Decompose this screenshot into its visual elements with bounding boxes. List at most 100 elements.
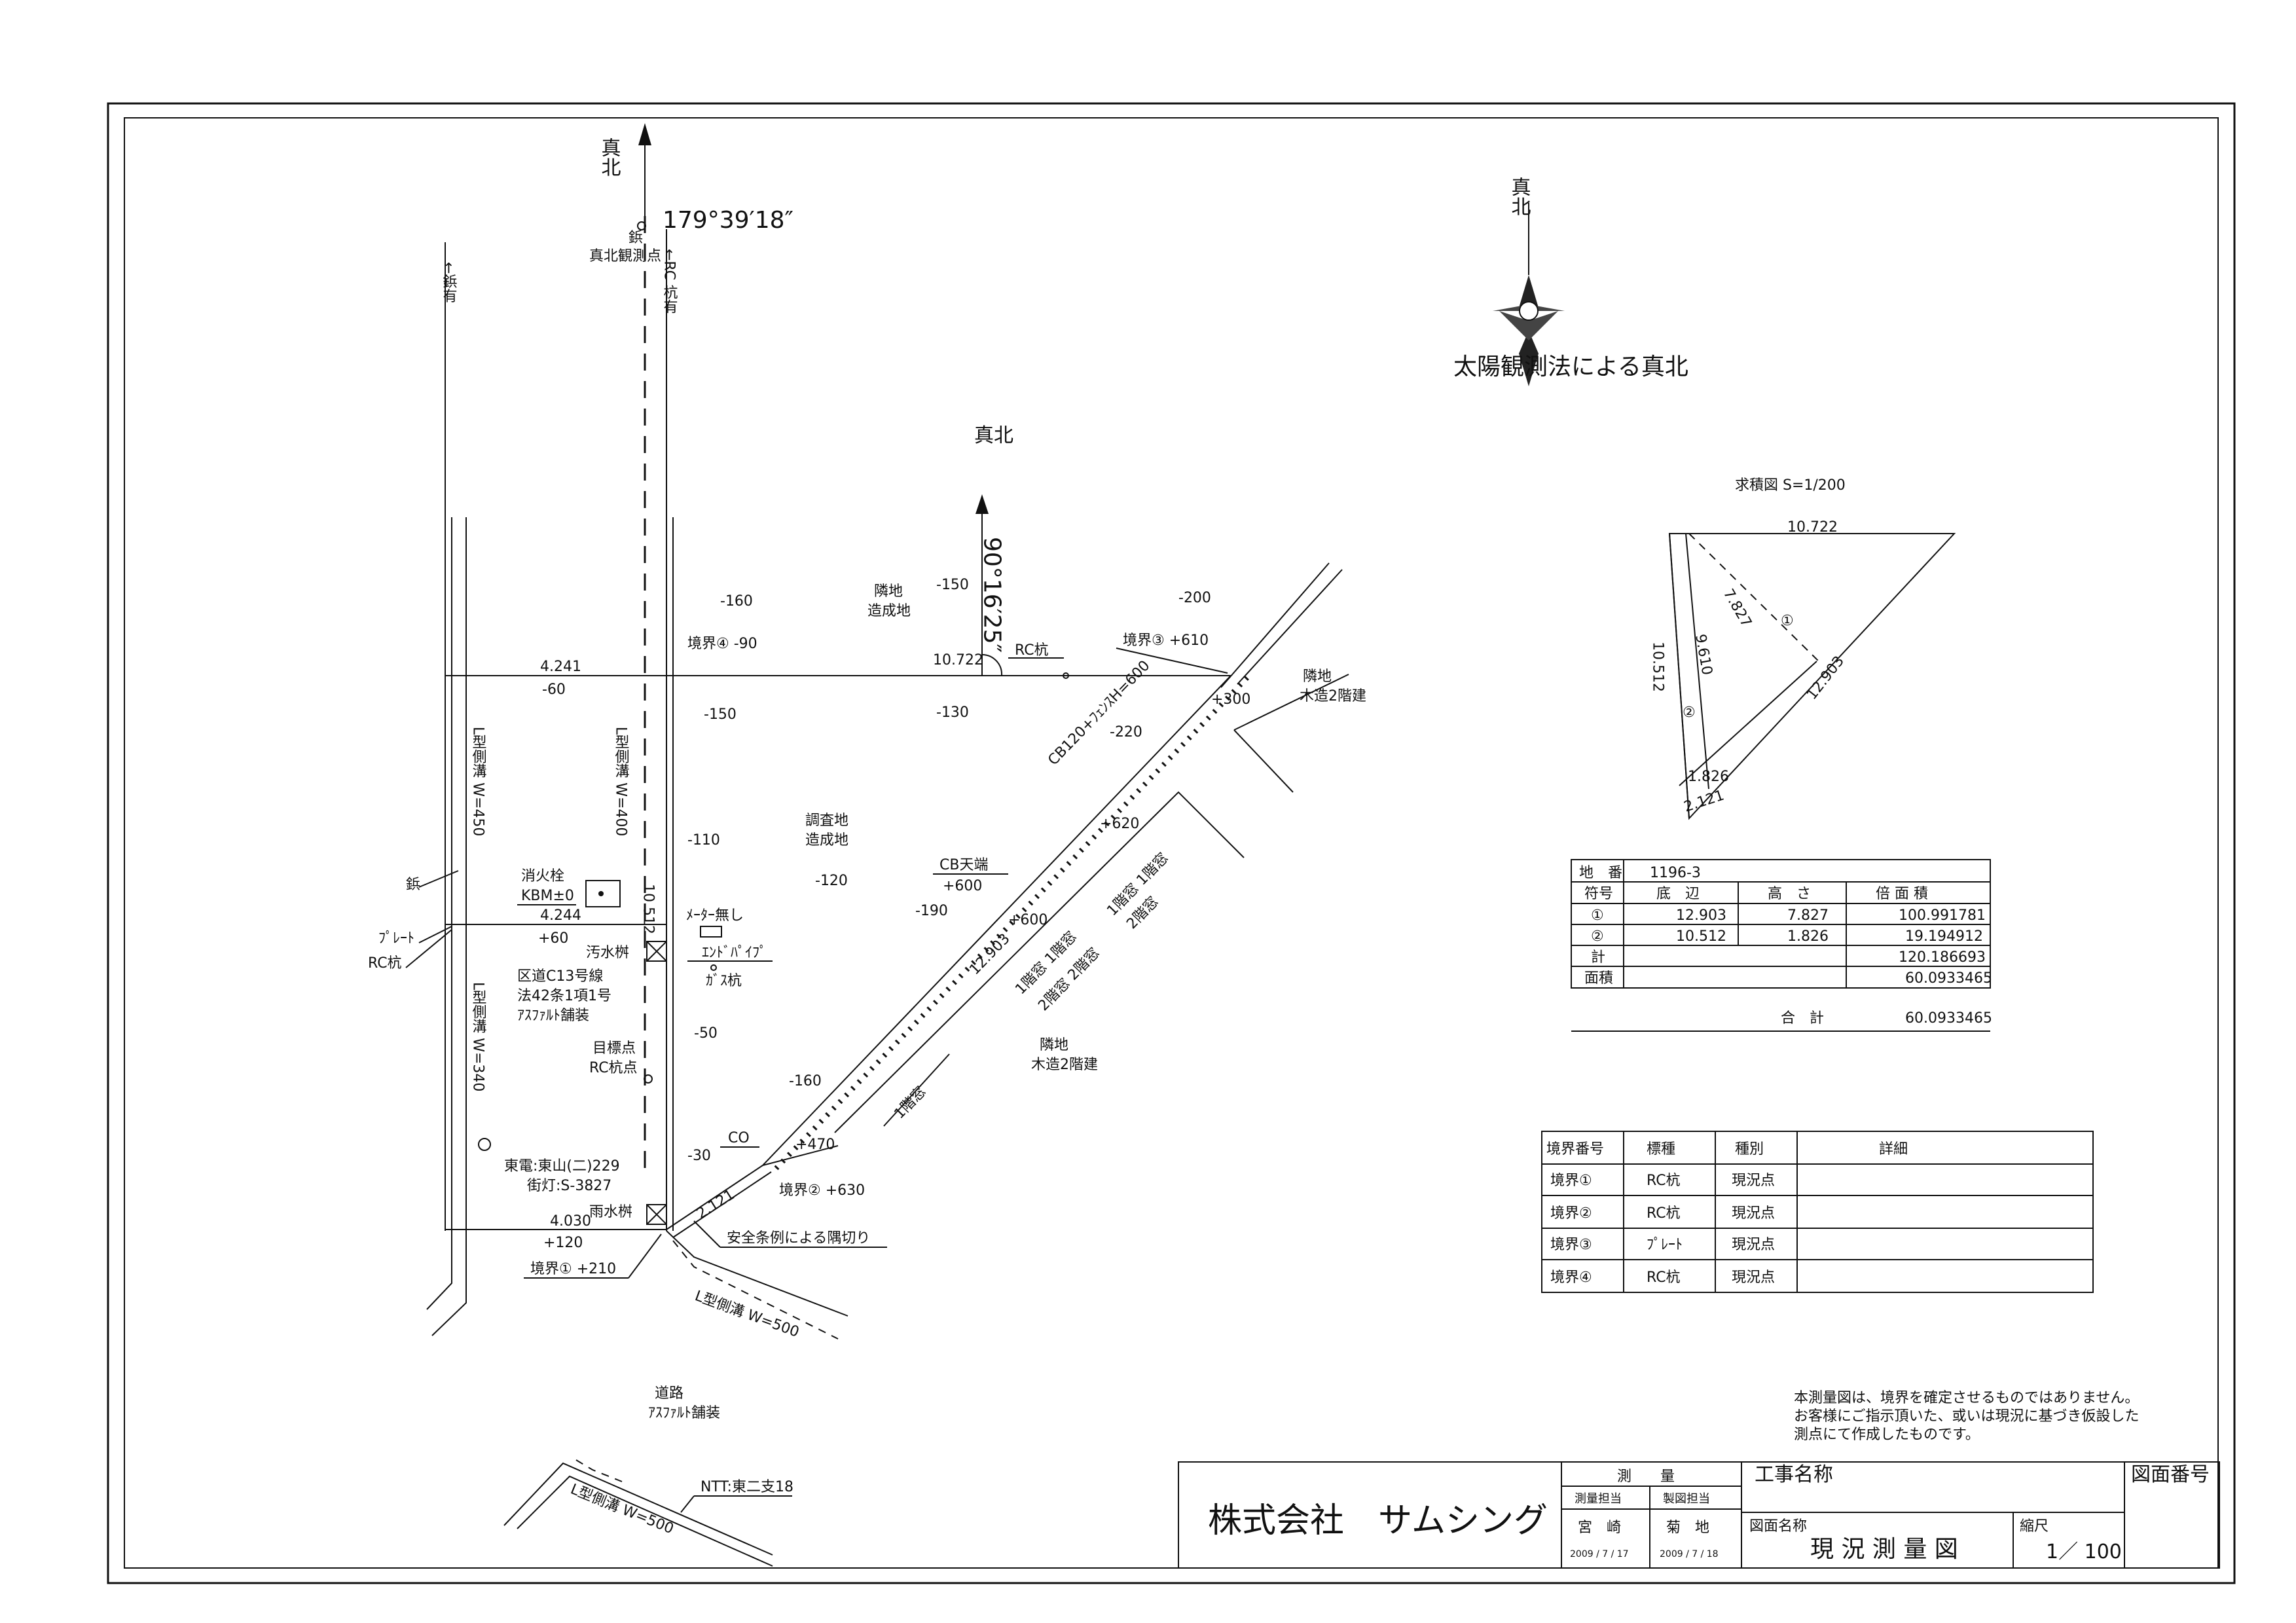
- road-label: 道路: [655, 1385, 683, 1402]
- survey-person-label: 測量担当: [1575, 1492, 1622, 1506]
- dim-bottom-left: 4.030: [550, 1213, 591, 1230]
- area-mark-1: ①: [1781, 613, 1794, 629]
- road-curve-left: [431, 1277, 467, 1336]
- bt-h-0: 境界番号: [1546, 1141, 1604, 1158]
- boundary1-leader: [628, 1233, 662, 1279]
- tokyo-electric-label: 東電:東山(二)229: [504, 1158, 620, 1175]
- bt-r2-c0: 境界③: [1550, 1237, 1592, 1253]
- elev-5: -150: [704, 706, 737, 723]
- neighbor-outline-top-2: [1233, 729, 1294, 793]
- bt-r0-c2: 現況点: [1732, 1173, 1775, 1189]
- survey-label: 測 量: [1617, 1468, 1675, 1485]
- cb-fence: [774, 676, 1249, 1171]
- kbm-label: KBM±0: [521, 888, 574, 904]
- boundary2-label: 境界② +630: [779, 1182, 865, 1199]
- angle-arc-mid: [981, 653, 1003, 676]
- corner-cut-line: [666, 1165, 763, 1230]
- boundary3-label: 境界③ +610: [1123, 632, 1209, 649]
- bt-h-1: 標種: [1647, 1141, 1675, 1158]
- co-label: CO: [728, 1130, 750, 1146]
- area-hyp: 12.903: [1804, 653, 1848, 703]
- elev-16: -160: [789, 1073, 822, 1089]
- area-r3-c0: 面積: [1584, 970, 1613, 987]
- neighbor-outline-bottom: [834, 791, 1245, 1133]
- area-r2-c3: 120.186693: [1899, 949, 1986, 966]
- dim-mid-left: 4.244: [540, 907, 581, 924]
- bt-r0-c0: 境界①: [1550, 1173, 1592, 1189]
- area-r3-c3: 60.0933465: [1905, 970, 1992, 987]
- elev-plus60: +60: [538, 930, 568, 947]
- neighbor-bottom: 隣地: [1040, 1037, 1068, 1053]
- neighbor-land-top2: 造成地: [867, 603, 911, 619]
- road-curve-left-inner: [426, 1231, 452, 1310]
- elev-minus60: -60: [542, 682, 566, 698]
- road-name-1: 区道C13号線: [517, 968, 603, 985]
- outer-border: [107, 102, 2236, 1584]
- dim-diagonal: 12.903: [966, 930, 1013, 978]
- boundary-table: [1541, 1131, 2094, 1293]
- dim-left-side: 10.512: [640, 884, 657, 934]
- boundary3-leader: [1116, 647, 1228, 674]
- drawing-name-label: 図面名称: [1749, 1518, 1807, 1535]
- drawing-no-label: 図面番号: [2131, 1463, 2210, 1486]
- gutter-detail: [503, 1462, 773, 1556]
- drawing-name: 現 況 測 量 図: [1810, 1536, 1958, 1563]
- gas-label: ｶﾞｽ杭: [706, 973, 742, 989]
- area-left: [1669, 533, 1690, 819]
- window-line-1: [883, 1053, 950, 1127]
- cb-top-value: +600: [943, 878, 982, 894]
- bt-h-2: 種別: [1735, 1141, 1764, 1158]
- safety-cut-label: 安全条例による隅切り: [727, 1230, 870, 1247]
- area-height-1: [1688, 533, 1821, 663]
- area-r0-c3: 100.991781: [1899, 907, 1986, 924]
- bt-r3-c0: 境界④: [1550, 1269, 1592, 1286]
- elev-11: -120: [815, 873, 848, 889]
- sewage-label: 汚水桝: [586, 945, 629, 961]
- elev-15: -50: [694, 1025, 718, 1042]
- bt-r2-c1: ﾌﾟﾚｰﾄ: [1647, 1237, 1683, 1253]
- note-line-2: お客様にご指示頂いた、或いは現況に基づき仮設した: [1794, 1408, 2140, 1425]
- boundary1-label: 境界① +210: [530, 1261, 616, 1277]
- area-left-dim: 10.512: [1650, 642, 1666, 692]
- tack-leader: [418, 870, 459, 888]
- rc-stake-label: RC杭: [1015, 642, 1049, 659]
- area-r1-c3: 19.194912: [1905, 928, 1983, 945]
- plate-label: ﾌﾟﾚｰﾄ: [378, 930, 414, 947]
- bt-r1-c2: 現況点: [1732, 1205, 1775, 1222]
- project-label: 工事名称: [1755, 1463, 1833, 1486]
- angle-mid: 90°16′25″: [979, 537, 1006, 653]
- street-light-label: 街灯:S-3827: [527, 1178, 611, 1194]
- drawing-date: 2009 / 7 / 18: [1660, 1549, 1719, 1559]
- diagonal-boundary: [762, 675, 1231, 1166]
- hydrant-point: [598, 891, 604, 896]
- area-table: [1571, 859, 1991, 989]
- survey-date: 2009 / 7 / 17: [1570, 1549, 1629, 1559]
- road-edge-bottom: [666, 1230, 848, 1317]
- drafter-name: 菊 地: [1666, 1520, 1709, 1536]
- l-gutter-340-label: L型側溝 W=340: [470, 982, 487, 1091]
- meter-box: [700, 926, 722, 938]
- angle-top: 179°39′18″: [663, 207, 793, 234]
- area-r1-c1: 10.512: [1676, 928, 1726, 945]
- l-gutter-450-label: L型側溝 W=450: [470, 727, 487, 836]
- area-mark-2: ②: [1683, 704, 1696, 721]
- survey-land2: 造成地: [805, 832, 848, 848]
- elev-13: +600: [1008, 912, 1048, 928]
- compass-star: 真北: [1493, 177, 1565, 386]
- area-d1: 7.827: [1720, 587, 1755, 630]
- area-r2-c0: 計: [1591, 949, 1605, 966]
- scale-value: 1／ 100: [2046, 1541, 2122, 1563]
- neighbor-right2: 木造2階建: [1300, 688, 1366, 704]
- area-h-1: 底 辺: [1656, 886, 1700, 902]
- note-line-3: 測点にて作成したものです。: [1794, 1427, 1980, 1443]
- area-r0-c0: ①: [1591, 907, 1604, 924]
- ntt-label: NTT:東二支18: [701, 1479, 793, 1495]
- north-label-left: 真北: [598, 137, 621, 177]
- plate-leader: [418, 926, 452, 943]
- l-gutter-500-label: L型側溝 W=500: [693, 1288, 801, 1341]
- surveyor-name: 宮 崎: [1578, 1520, 1621, 1536]
- dim-corner: 2.121: [694, 1187, 738, 1223]
- true-north-point-label: 真北観測点: [589, 248, 661, 264]
- note-line-1: 本測量図は、境界を確定させるものではありません。: [1794, 1390, 2139, 1406]
